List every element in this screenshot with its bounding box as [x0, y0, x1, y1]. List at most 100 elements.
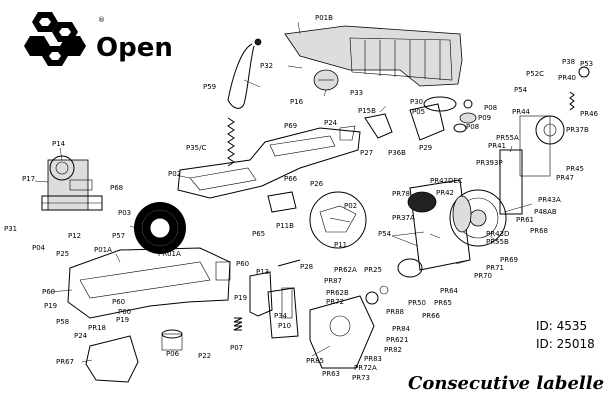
label-pr61: PR61 — [516, 216, 534, 224]
label-pr84: PR84 — [392, 325, 411, 333]
id-4535: ID: 4535 — [536, 319, 587, 333]
label-p19a: P19 — [44, 302, 57, 310]
label-p24b: P24 — [74, 332, 88, 340]
label-pr55a: PR55A — [496, 134, 519, 142]
label-pr46: PR46 — [580, 110, 599, 118]
open-logo — [24, 12, 86, 66]
label-p53: P53 — [580, 60, 593, 68]
part-p10 — [267, 287, 299, 339]
label-pr621: PR621 — [386, 336, 408, 344]
label-pr25: PR25 — [364, 266, 382, 274]
detail-callout — [309, 191, 367, 249]
spring-pr40 — [569, 91, 575, 111]
label-p32: P32 — [260, 62, 273, 70]
label-p06: P06 — [166, 350, 180, 358]
label-p38: P38 — [562, 58, 575, 66]
label-p05: P05 — [412, 108, 425, 116]
label-pr83: PR83 — [364, 355, 382, 363]
cartridge-assembly — [41, 155, 103, 211]
label-pr69: PR69 — [500, 256, 518, 264]
leader-lines — [34, 21, 533, 363]
lanyard-cord — [227, 43, 255, 109]
part-p11b — [267, 191, 297, 213]
label-pr64: PR64 — [440, 287, 459, 295]
label-p01a: P01A — [94, 246, 112, 254]
label-p60d: P60 — [118, 308, 131, 316]
label-p48ab: P48AB — [534, 208, 557, 216]
label-p33: P33 — [350, 89, 363, 97]
label-pr41: PR41 — [488, 142, 506, 150]
label-p57: P57 — [112, 232, 125, 240]
label-p22: P22 — [198, 352, 211, 360]
label-pr87: PR87 — [324, 277, 342, 285]
label-p12: P12 — [68, 232, 81, 240]
label-p52c: P52C — [526, 70, 544, 78]
bracket-p29 — [409, 103, 445, 141]
label-p69: P69 — [284, 122, 297, 130]
label-pr42dec: PR42DEC — [430, 177, 463, 185]
label-p60c: P60 — [112, 298, 125, 306]
label-p02b: P02 — [344, 202, 357, 210]
label-p34: P34 — [274, 312, 288, 320]
label-pr50: PR50 — [408, 299, 426, 307]
label-p54a: P54 — [514, 86, 528, 94]
part-p36b — [364, 113, 393, 139]
label-p08a: P08 — [484, 104, 497, 112]
label-p66: P66 — [284, 175, 298, 183]
brand-name: Open — [96, 33, 173, 63]
label-pr393p: PR393P — [476, 159, 503, 167]
label-pr62a: PR62A — [334, 266, 357, 274]
label-p65: P65 — [252, 230, 265, 238]
label-pr45: PR45 — [566, 165, 584, 173]
label-pr88: PR88 — [386, 308, 404, 316]
label-p35c: P35/C — [186, 144, 206, 152]
caption: Consecutive labellers — [408, 373, 604, 394]
label-p13: P13 — [256, 268, 269, 276]
label-pr01a: PR01A — [158, 250, 181, 258]
label-pr65: PR65 — [434, 299, 452, 307]
label-p59: P59 — [203, 83, 216, 91]
label-p58: P58 — [56, 318, 69, 326]
label-p03: P03 — [118, 209, 131, 217]
id-25018: ID: 25018 — [536, 337, 595, 351]
label-p68: P68 — [110, 184, 123, 192]
label-pr42: PR42 — [436, 189, 454, 197]
label-p25: P25 — [56, 250, 69, 258]
print-head — [407, 115, 565, 271]
label-pr47: PR47 — [556, 174, 574, 182]
label-pr82: PR82 — [384, 346, 402, 354]
label-p19c: P19 — [116, 316, 129, 324]
label-p08b: P08 — [466, 123, 479, 131]
label-p24: P24 — [324, 119, 338, 127]
label-pr73: PR73 — [352, 374, 370, 382]
label-p15b: P15B — [358, 107, 376, 115]
label-pr40: PR40 — [558, 74, 576, 82]
lower-housing — [67, 247, 231, 319]
registered-mark: ® — [98, 16, 105, 24]
label-p30: P30 — [410, 98, 423, 106]
label-p02: P02 — [168, 170, 181, 178]
label-pr85: PR85 — [306, 357, 324, 365]
label-pr68: PR68 — [530, 227, 548, 235]
part-labels: P01B P32 P59 P16 P33 P15B P30 P05 P08 P0… — [4, 14, 599, 382]
label-pr67: PR67 — [56, 358, 74, 366]
label-p17: P17 — [22, 175, 35, 183]
label-p36b: P36B — [388, 149, 406, 157]
label-pr37b: PR37B — [566, 126, 589, 134]
label-p29: P29 — [419, 144, 432, 152]
label-p31: P31 — [4, 225, 17, 233]
label-p11b: P11B — [276, 222, 294, 230]
label-pr43d: PR43D — [486, 230, 509, 238]
spring — [227, 117, 235, 167]
label-p60a: P60 — [236, 260, 249, 268]
roller-cluster — [423, 96, 477, 133]
label-p14: P14 — [52, 140, 66, 148]
label-p07: P07 — [230, 344, 243, 352]
label-p28: P28 — [300, 263, 313, 271]
cap-pr67 — [85, 335, 139, 383]
label-p54b: P54 — [378, 230, 392, 238]
label-p27: P27 — [360, 149, 373, 157]
ring-pr64 — [397, 258, 423, 278]
